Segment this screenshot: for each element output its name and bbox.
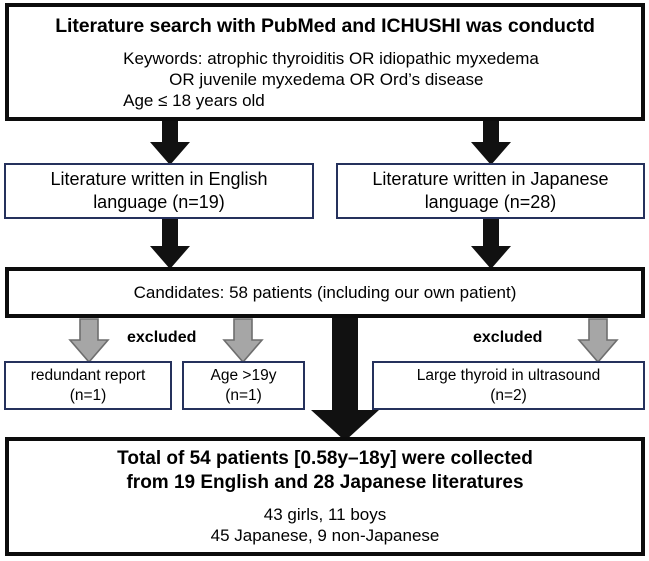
candidates-box: Candidates: 58 patients (including our o… xyxy=(5,267,645,318)
arrow-candidates-to-final xyxy=(306,314,384,442)
final-sex-breakdown: 43 girls, 11 boys xyxy=(263,504,387,524)
english-literature-box: Literature written in English language (… xyxy=(4,163,314,219)
final-sources-line: from 19 English and 28 Japanese literatu… xyxy=(126,471,524,493)
final-results-box: Total of 54 patients [0.58y–18y] were co… xyxy=(5,437,645,556)
arrow-candidates-to-age xyxy=(222,318,264,364)
excluded-large-thyroid-label: Large thyroid in ultrasound xyxy=(416,366,601,384)
excluded-redundant-report-count: (n=1) xyxy=(69,386,107,404)
excluded-redundant-report-label: redundant report xyxy=(30,366,146,384)
arrow-search-to-english xyxy=(149,118,191,166)
arrow-candidates-to-redundant xyxy=(68,318,110,364)
excluded-label-left: excluded xyxy=(127,329,197,346)
final-ethnicity-breakdown: 45 Japanese, 9 non-Japanese xyxy=(210,525,440,545)
search-box-heading: Literature search with PubMed and ICHUSH… xyxy=(55,15,595,37)
excluded-large-thyroid-count: (n=2) xyxy=(490,386,527,404)
japanese-literature-box: Literature written in Japanese language … xyxy=(336,163,645,219)
arrow-japanese-to-candidates xyxy=(470,218,512,270)
excluded-age-box: Age >19y (n=1) xyxy=(182,361,305,410)
search-keywords-line-1: Keywords: atrophic thyroiditis OR idiopa… xyxy=(123,48,539,68)
excluded-large-thyroid-box: Large thyroid in ultrasound (n=2) xyxy=(372,361,645,410)
excluded-age-label: Age >19y xyxy=(210,366,277,384)
arrow-search-to-japanese xyxy=(470,118,512,166)
search-box: Literature search with PubMed and ICHUSH… xyxy=(5,3,645,121)
excluded-redundant-report-box: redundant report (n=1) xyxy=(4,361,172,410)
english-literature-line-2: language (n=19) xyxy=(93,192,225,212)
japanese-literature-line-2: language (n=28) xyxy=(424,192,557,212)
search-keywords-line-2: OR juvenile myxedema OR Ord’s disease xyxy=(169,69,484,89)
excluded-label-right: excluded xyxy=(473,329,543,346)
arrow-english-to-candidates xyxy=(149,218,191,270)
final-total-line: Total of 54 patients [0.58y–18y] were co… xyxy=(117,447,533,469)
search-age-criterion: Age ≤ 18 years old xyxy=(123,91,265,111)
arrow-candidates-to-thyroid xyxy=(577,318,619,364)
candidates-text: Candidates: 58 patients (including our o… xyxy=(133,282,517,302)
english-literature-line-1: Literature written in English xyxy=(50,169,268,190)
japanese-literature-line-1: Literature written in Japanese xyxy=(372,169,609,190)
excluded-age-count: (n=1) xyxy=(225,386,262,404)
search-box-keywords: Keywords: atrophic thyroiditis OR idiopa… xyxy=(111,48,539,112)
